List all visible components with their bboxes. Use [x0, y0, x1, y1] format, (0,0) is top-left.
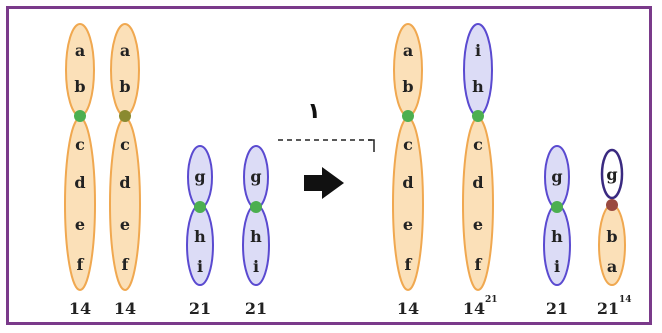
gene-label: g	[250, 167, 261, 186]
gene-label: f	[122, 255, 130, 274]
gene-label: i	[554, 257, 560, 276]
gene-label: c	[120, 135, 130, 154]
centromere	[250, 201, 262, 213]
gene-label: b	[402, 77, 413, 96]
chromosome-label-superscript: 14	[619, 295, 632, 305]
gene-label: a	[120, 41, 130, 60]
gene-label: h	[551, 227, 563, 246]
gene-label: a	[607, 257, 617, 276]
gene-label: f	[77, 255, 85, 274]
gene-label: g	[551, 167, 562, 186]
chromosome-label: 21	[245, 299, 267, 318]
gene-label: b	[606, 227, 617, 246]
gene-label: d	[472, 173, 483, 192]
step-marker: ١	[307, 99, 320, 124]
gene-label: f	[405, 255, 413, 274]
centromere	[402, 110, 414, 122]
chromosome-label-superscript: 21	[485, 295, 498, 305]
centromere	[606, 199, 618, 211]
gene-label: a	[75, 41, 85, 60]
gene-label: f	[475, 255, 483, 274]
chromosome-21-a: g h i 21	[186, 145, 214, 318]
gene-label: i	[475, 41, 481, 60]
chromosome-label: 14	[397, 299, 419, 318]
gene-label: d	[74, 173, 85, 192]
chromosome-label: 21	[546, 299, 568, 318]
gene-label: e	[403, 215, 413, 234]
centromere	[194, 201, 206, 213]
gene-label: c	[473, 135, 483, 154]
gene-label: b	[119, 77, 130, 96]
result-chromosome-21-14: g b a 21 14	[597, 148, 632, 318]
dashed-line-hook	[368, 139, 375, 152]
chromosome-label: 21	[189, 299, 211, 318]
chromosome-label: 21	[597, 299, 619, 318]
chromosome-label: 14	[463, 299, 485, 318]
gene-label: h	[250, 227, 262, 246]
gene-label: e	[75, 215, 85, 234]
gene-label: e	[120, 215, 130, 234]
gene-label: g	[194, 167, 205, 186]
gene-label: a	[403, 41, 413, 60]
result-chromosome-14: a b c d e f 14	[392, 23, 424, 318]
centromere	[119, 110, 131, 122]
gene-label: h	[194, 227, 206, 246]
gene-label: i	[253, 257, 259, 276]
chromosome-14-a: a b c d e f 14	[64, 23, 96, 318]
gene-label: d	[402, 173, 413, 192]
gene-label: h	[472, 77, 484, 96]
chromosome-label: 14	[114, 299, 136, 318]
gene-label: g	[606, 165, 617, 184]
gene-label: c	[75, 135, 85, 154]
gene-label: c	[403, 135, 413, 154]
centromere	[551, 201, 563, 213]
gene-label: b	[74, 77, 85, 96]
result-chromosome-21: g h i 21	[543, 145, 571, 318]
result-chromosome-14-21: i h c d e f 14 21	[462, 23, 498, 318]
gene-label: d	[119, 173, 130, 192]
chromosome-label: 14	[69, 299, 91, 318]
centromere	[472, 110, 484, 122]
gene-label: i	[197, 257, 203, 276]
gene-label: e	[473, 215, 483, 234]
chromosome-21-b: g h i 21	[242, 145, 270, 318]
centromere	[74, 110, 86, 122]
right-arrow-icon	[304, 167, 344, 199]
chromosome-14-b: a b c d e f 14	[109, 23, 141, 318]
